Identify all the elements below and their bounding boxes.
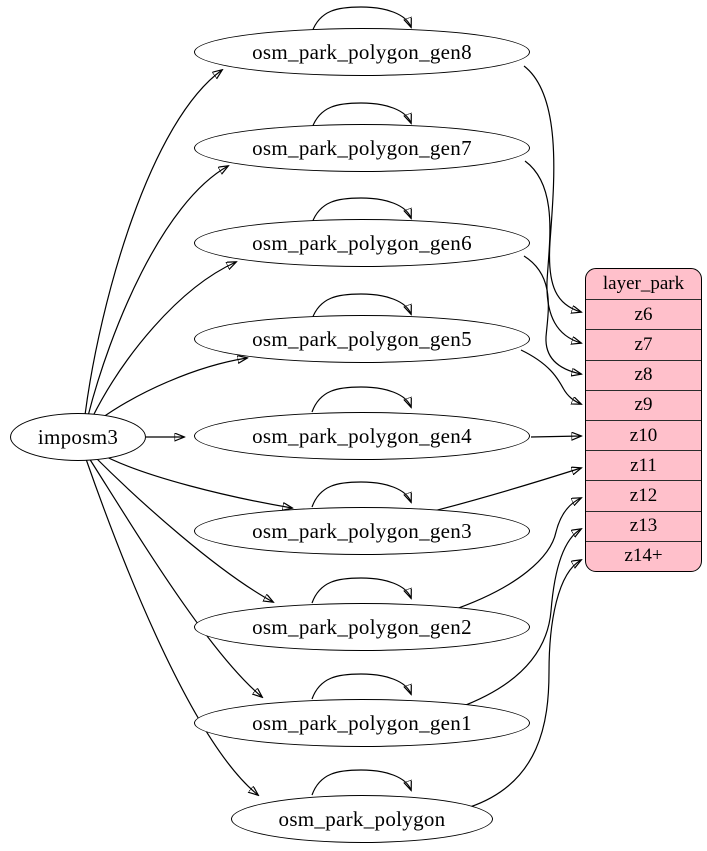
node-imposm3-label: imposm3 [37, 424, 119, 449]
node-osm_park_polygon_gen2-label: osm_park_polygon_gen2 [252, 614, 472, 639]
layer_park-row-z9: z9 [586, 389, 701, 420]
edge-gen4-to-z10 [530, 436, 581, 437]
edge-imposm3-to-gen6 [91, 262, 236, 419]
layer_park-row-z8: z8 [586, 359, 701, 390]
layer_park-row-z11: z11 [586, 450, 701, 480]
node-osm_park_polygon_gen5: osm_park_polygon_gen5 [194, 315, 530, 363]
node-osm_park_polygon_gen8: osm_park_polygon_gen8 [194, 28, 530, 76]
node-osm_park_polygon_gen2: osm_park_polygon_gen2 [194, 603, 530, 651]
edge-osm_park_polygon-to-z14 [469, 560, 581, 808]
edge-gen2-self-loop [311, 577, 411, 604]
node-osm_park_polygon: osm_park_polygon [231, 795, 493, 843]
edge-imposm3-to-gen1 [88, 457, 262, 697]
layer_park-row-z12: z12 [586, 480, 701, 510]
edge-imposm3-to-gen2 [93, 455, 273, 602]
edge-gen1-self-loop [311, 673, 411, 700]
node-osm_park_polygon_gen7: osm_park_polygon_gen7 [194, 124, 530, 172]
edge-imposm3-to-osm_park_polygon [85, 458, 258, 795]
edge-imposm3-to-gen8 [84, 70, 222, 416]
edge-gen7-to-z7 [524, 160, 581, 343]
node-osm_park_polygon_gen8-label: osm_park_polygon_gen8 [252, 39, 472, 64]
node-osm_park_polygon_gen1-label: osm_park_polygon_gen1 [252, 710, 472, 735]
node-osm_park_polygon_gen7-label: osm_park_polygon_gen7 [252, 135, 472, 160]
node-osm_park_polygon_gen4-label: osm_park_polygon_gen4 [252, 423, 472, 448]
edge-imposm3-to-gen7 [87, 166, 228, 417]
edge-imposm3-to-gen5 [98, 358, 247, 421]
layer_park-title: layer_park [602, 273, 685, 295]
edge-imposm3-to-gen3 [98, 452, 292, 508]
node-osm_park_polygon_gen5-label: osm_park_polygon_gen5 [252, 326, 472, 351]
edge-gen8-self-loop [311, 6, 411, 33]
node-osm_park_polygon_gen3-label: osm_park_polygon_gen3 [252, 518, 472, 543]
layer_park-row-z10: z10 [586, 420, 701, 450]
layer_park-row-z6: z6 [586, 299, 701, 329]
node-layer_park: layer_park z6 z7 z8 z9 z10 z11 z12 z13 z… [585, 268, 702, 572]
node-osm_park_polygon_gen1: osm_park_polygon_gen1 [194, 699, 530, 747]
layer_park-row-z7: z7 [586, 329, 701, 359]
edge-gen3-self-loop [311, 481, 411, 508]
edge-gen6-self-loop [311, 197, 411, 224]
node-osm_park_polygon-label: osm_park_polygon [278, 806, 446, 831]
edge-gen1-to-z13 [457, 529, 581, 709]
node-osm_park_polygon_gen6-label: osm_park_polygon_gen6 [252, 230, 472, 255]
node-imposm3: imposm3 [10, 413, 146, 461]
edge-gen4-self-loop [311, 386, 411, 413]
node-osm_park_polygon_gen3: osm_park_polygon_gen3 [194, 507, 530, 555]
edge-gen5-self-loop [311, 293, 411, 320]
edge-gen7-self-loop [311, 102, 411, 129]
layer_park-row-z14: z14+ [586, 540, 701, 571]
edge-gen8-to-z6 [523, 65, 581, 312]
layer_park-row-z13: z13 [586, 510, 701, 541]
edge-osm_park_polygon-self-loop [311, 769, 411, 796]
node-osm_park_polygon_gen6: osm_park_polygon_gen6 [194, 219, 530, 267]
edge-gen5-to-z9 [520, 349, 581, 404]
edge-gen3-to-z11 [429, 468, 581, 513]
edge-gen6-to-z8 [523, 255, 581, 374]
edge-gen2-to-z12 [449, 498, 581, 612]
node-osm_park_polygon_gen4: osm_park_polygon_gen4 [194, 412, 530, 460]
